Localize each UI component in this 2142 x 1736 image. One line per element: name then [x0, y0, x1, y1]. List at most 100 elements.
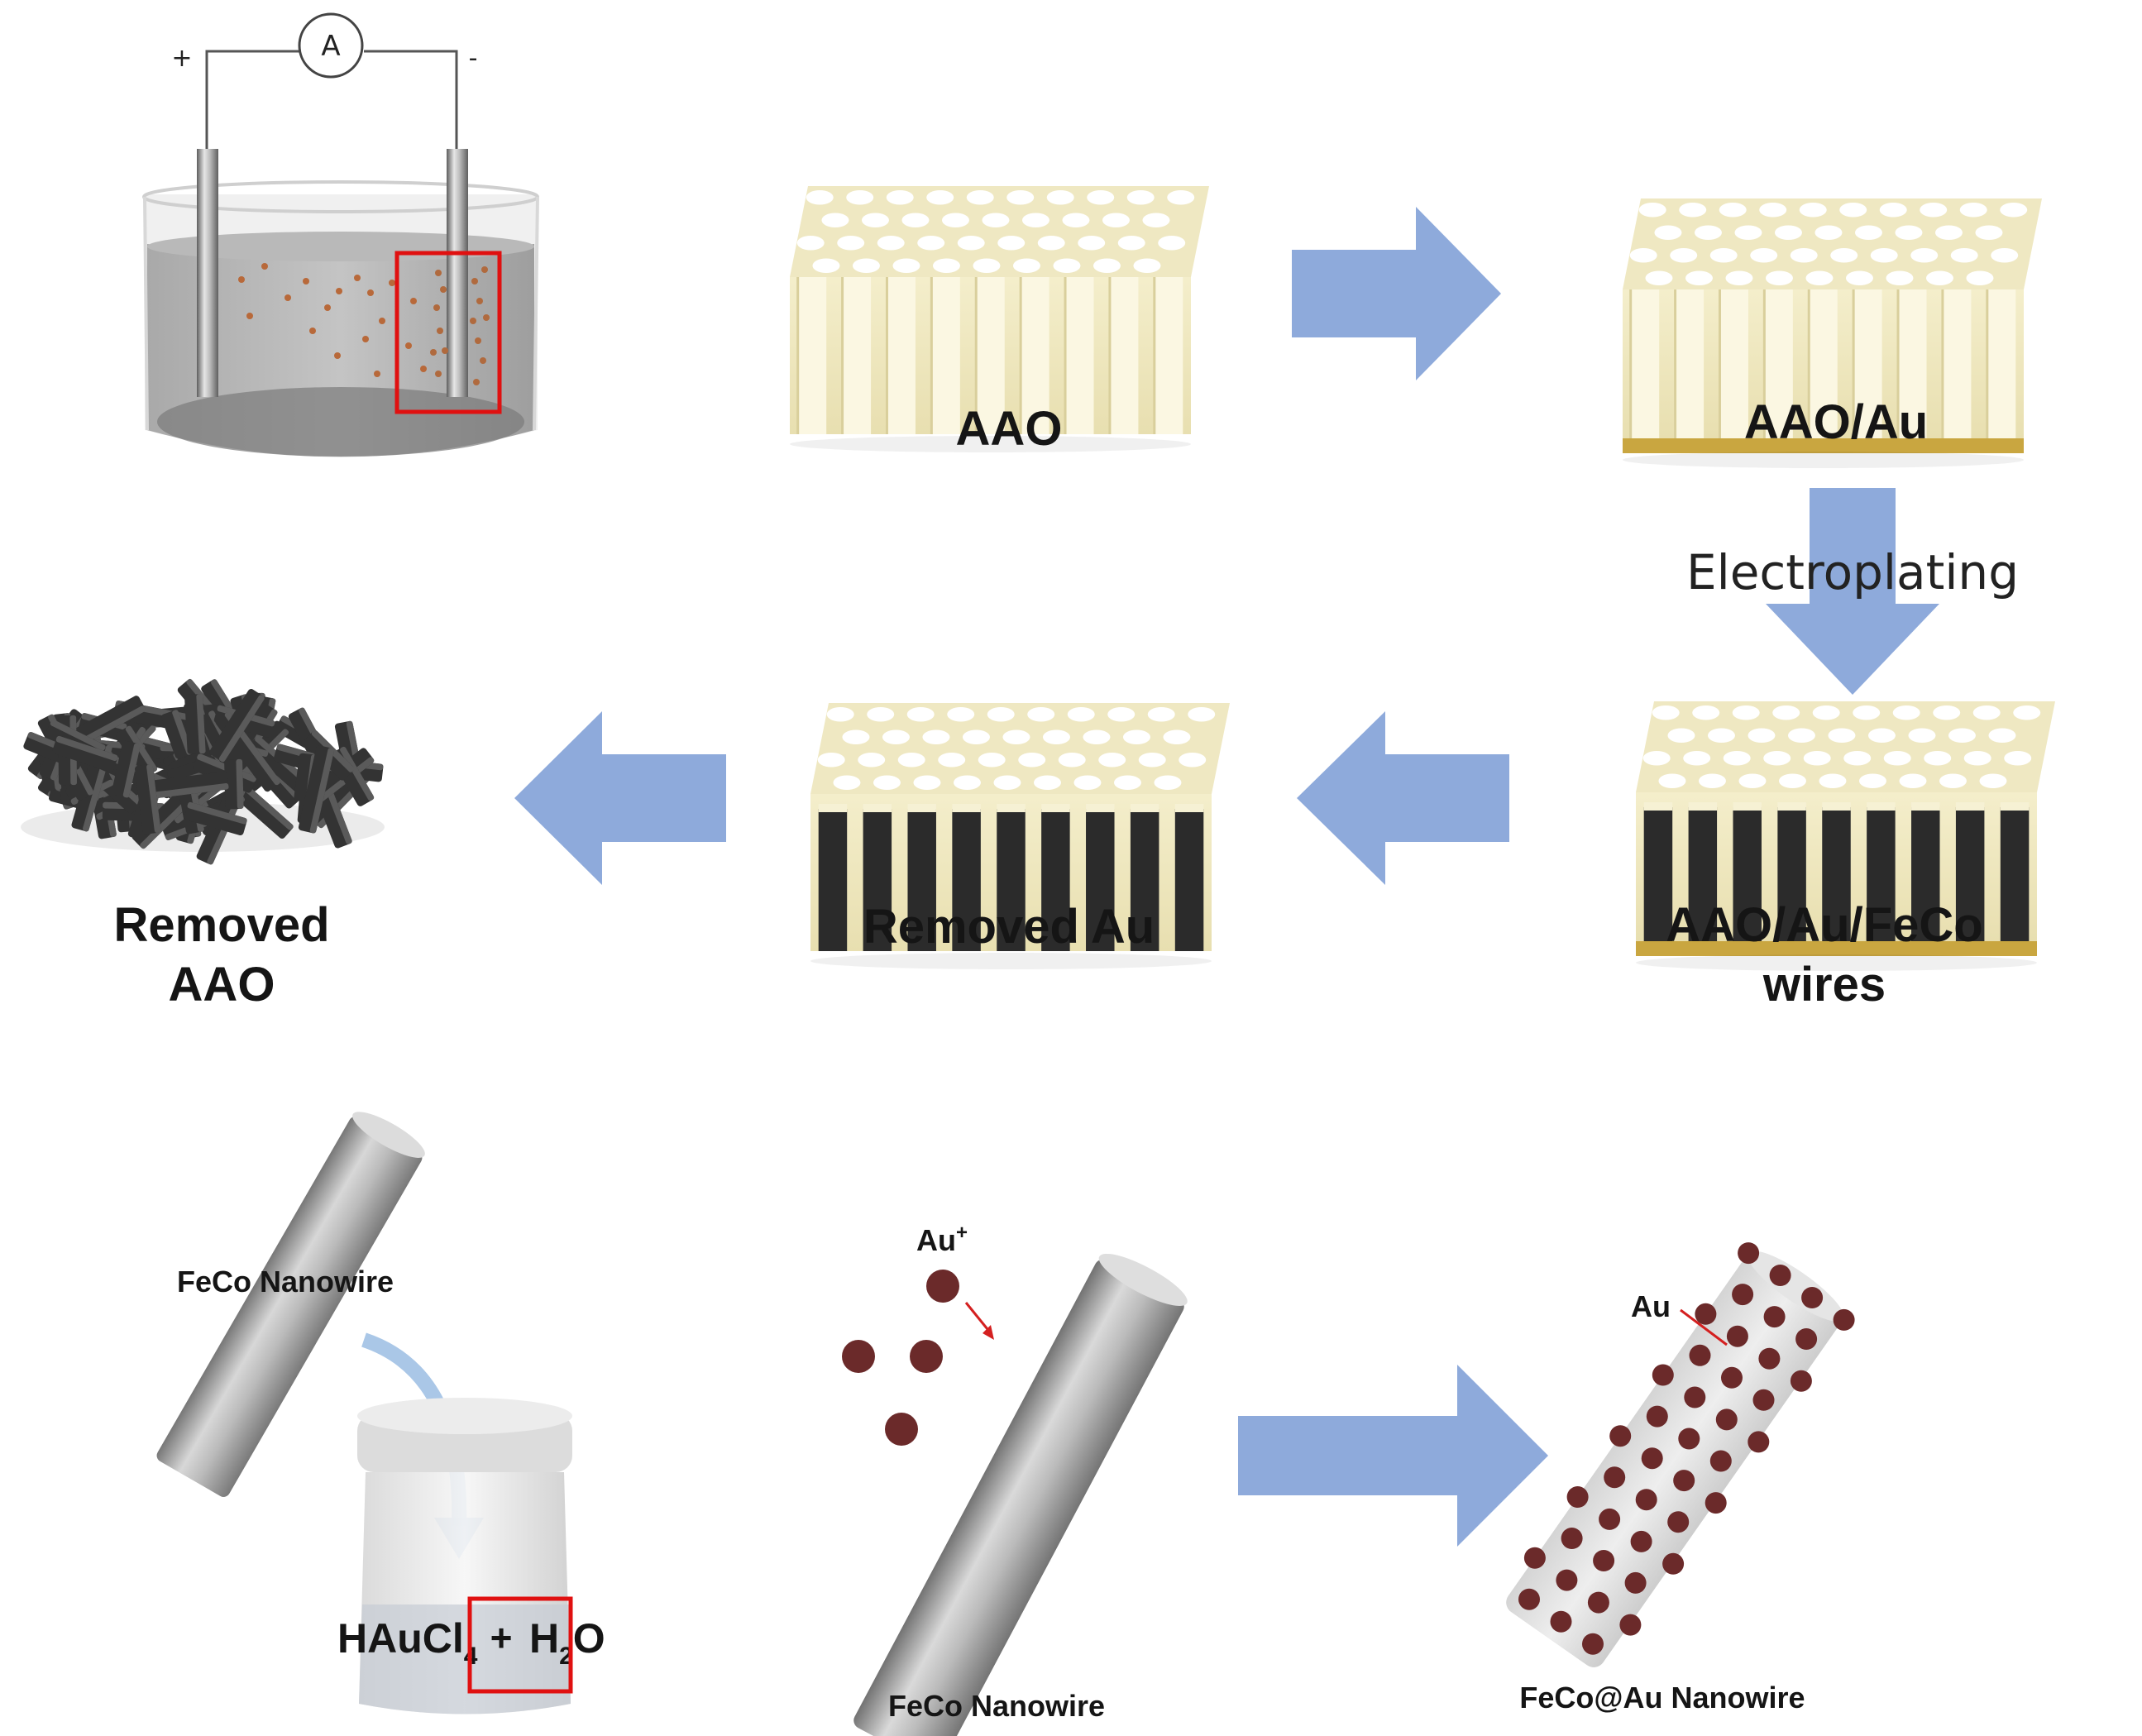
feco-nanowire-left-label: FeCo Nanowire: [177, 1265, 394, 1298]
pore-top-edge: [1086, 804, 1115, 812]
block-pore-hole: [1033, 775, 1061, 791]
anode-electrode: [197, 149, 218, 397]
pore-top-edge: [1174, 804, 1204, 812]
block-pore-hole: [1853, 705, 1881, 720]
pore-top-edge: [818, 804, 848, 812]
aao-template: [790, 186, 1209, 452]
pore-channel: [931, 277, 960, 434]
aao-au-feco-label-line1: AAO/Au/FeCo: [1666, 898, 1982, 952]
block-pore-hole: [1638, 202, 1666, 218]
gold-nanoparticle: [1604, 1466, 1626, 1489]
block-pore-hole: [897, 752, 925, 768]
block-pore-hole: [913, 775, 941, 791]
block-pore-hole: [1723, 750, 1751, 766]
block-pore-hole: [973, 258, 1001, 274]
block-pore-hole: [906, 706, 935, 722]
pore-channel: [1675, 289, 1705, 438]
block-pore-hole: [957, 235, 985, 251]
ammeter-icon: [298, 12, 364, 79]
block-pore-hole: [1886, 270, 1914, 286]
block-pore-hole: [901, 213, 930, 228]
block-pore-hole: [978, 752, 1006, 768]
nanowire-piece: [184, 694, 206, 754]
block-pore-hole: [1966, 270, 1994, 286]
aao-au-label: AAO/Au: [1744, 395, 1928, 449]
arrow-right-top: [1292, 207, 1501, 380]
pore-channel: [1065, 277, 1094, 434]
block-pore-hole: [1179, 752, 1207, 768]
gold-nanoparticle: [1624, 1571, 1647, 1594]
pore-channel: [1809, 289, 1838, 438]
gold-nanoparticle: [1678, 1428, 1700, 1450]
jar-lid-top: [357, 1398, 572, 1434]
pore-channel: [1987, 289, 2016, 438]
block-pore-hole: [1924, 750, 1952, 766]
h2o-highlight-box: [467, 1596, 573, 1694]
pore-channel: [1898, 289, 1927, 438]
block-pore-hole: [987, 706, 1015, 722]
block-pore-hole: [821, 213, 849, 228]
block-pore-hole: [1948, 728, 1976, 744]
block-shadow: [790, 436, 1191, 452]
feco-wire-in-pore: [1777, 807, 1806, 941]
block-pore-hole: [1920, 202, 1948, 218]
feco-wire-in-pore: [1955, 807, 1985, 941]
block-pore-hole: [1138, 752, 1166, 768]
block-pore-hole: [1117, 235, 1145, 251]
block-pore-hole: [997, 235, 1026, 251]
block-pore-hole: [1154, 775, 1182, 791]
block-pore-hole: [1694, 225, 1722, 241]
block-pore-hole: [1812, 705, 1840, 720]
block-pore-hole: [1908, 728, 1936, 744]
block-shadow: [810, 953, 1212, 969]
nanowire-with-au-ions: Au+ FeCo Nanowire: [842, 1222, 1188, 1736]
aao-au-template: [1623, 198, 2042, 468]
feco-au-nanowire-label: FeCo@Au Nanowire: [1519, 1681, 1805, 1714]
block-pore-hole: [892, 258, 920, 274]
circuit-wire-left: [205, 50, 299, 149]
block-pore-hole: [1939, 773, 1967, 789]
block-pore-hole: [886, 189, 914, 205]
gold-nanoparticle: [1518, 1588, 1540, 1610]
gold-nanoparticle: [1732, 1284, 1754, 1306]
gold-nanoparticle: [1763, 1306, 1786, 1328]
gold-nanoparticle: [1599, 1508, 1621, 1530]
block-pore-hole: [1774, 225, 1802, 241]
block-pore-hole: [1670, 247, 1698, 263]
block-pore-hole: [1046, 189, 1074, 205]
block-pore-hole: [1018, 752, 1046, 768]
removed-au-template: [810, 703, 1230, 969]
gold-nanoparticle: [1609, 1425, 1632, 1447]
gold-nanoparticle: [1662, 1552, 1685, 1575]
pore-top-edge: [1911, 802, 1940, 811]
gold-nanoparticle: [1695, 1303, 1717, 1325]
feco-wire-in-pore: [2000, 807, 2030, 941]
plus-sign-label: +: [490, 1616, 513, 1659]
block-pore-hole: [1093, 258, 1121, 274]
block-pore-hole: [1142, 213, 1170, 228]
au-ion-label: Au+: [916, 1222, 968, 1257]
nanowire-highlight: [125, 725, 158, 772]
pore-top-edge: [907, 804, 936, 812]
block-pore-hole: [1759, 202, 1787, 218]
nanowire-piece: [224, 758, 244, 810]
block-shadow: [1623, 452, 2024, 468]
block-pore-hole: [1147, 706, 1175, 722]
gold-nanoparticle: [1556, 1569, 1578, 1591]
block-pore-hole: [1799, 202, 1827, 218]
pore-top-edge: [1041, 804, 1070, 812]
pore-top-edge: [1822, 802, 1851, 811]
block-pore-hole: [1725, 270, 1753, 286]
block-pore-hole: [1972, 705, 2001, 720]
block-pore-hole: [1988, 728, 2016, 744]
gold-nanoparticle: [1630, 1530, 1652, 1552]
gold-nanoparticle: [1709, 1450, 1732, 1472]
block-pore-hole: [932, 258, 960, 274]
gold-nanoparticle: [1738, 1242, 1760, 1265]
block-pore-hole: [861, 213, 889, 228]
nanowire-highlight: [122, 743, 141, 798]
block-pore-hole: [1765, 270, 1793, 286]
block-pore-hole: [1843, 750, 1872, 766]
block-pore-hole: [1102, 213, 1130, 228]
